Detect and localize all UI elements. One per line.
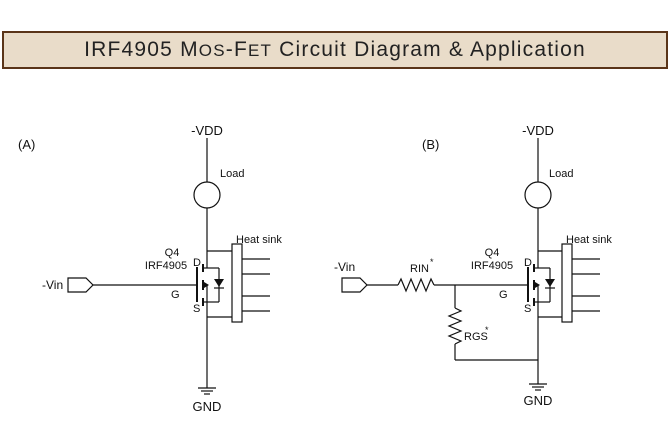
heatsink-a [207,243,270,323]
heatsink-b [538,243,600,323]
heatsink-label-a: Heat sink [236,234,282,246]
supply-label-a: -VDD [191,123,223,138]
rgs-label-b: RGS [464,331,488,343]
mosfet-ref-a: Q4 [165,247,180,259]
rin-mark-b: * [430,257,434,267]
rgs-mark-b: * [485,325,489,335]
page-title: IRF4905 MOS-FET Circuit Diagram & Applic… [84,38,586,61]
mosfet-symbol-a [196,262,224,306]
input-label-b: -Vin [334,260,355,274]
mosfet-ref-b: Q4 [485,247,500,259]
drain-label-b: D [524,257,532,269]
gate-label-b: G [499,289,508,301]
input-label-a: -Vin [42,278,63,292]
panel-label-a: (A) [18,137,35,152]
source-label-b: S [524,303,531,315]
rgs-resistor-b [447,307,463,345]
load-label-a: Load [220,168,244,180]
rin-label-b: RIN [410,263,429,275]
load-symbol-b [524,181,552,209]
input-connector-a [67,277,94,293]
ground-symbol-b [529,383,547,391]
drain-label-a: D [193,257,201,269]
mosfet-part-b: IRF4905 [471,260,513,272]
load-symbol-a [193,181,221,209]
source-label-a: S [193,303,200,315]
input-connector-b [341,277,368,293]
mosfet-part-a: IRF4905 [145,260,187,272]
ground-label-a: GND [193,399,222,414]
supply-label-b: -VDD [522,123,554,138]
panel-label-b: (B) [422,137,439,152]
mosfet-symbol-b [527,262,555,306]
load-label-b: Load [549,168,573,180]
gate-label-a: G [171,289,180,301]
ground-label-b: GND [524,393,553,408]
heatsink-label-b: Heat sink [566,234,612,246]
ground-symbol-a [198,387,216,395]
circuit-b: (B) -VDD Load [334,123,612,408]
circuit-a: (A) -VDD Load [18,123,282,414]
title-banner: IRF4905 MOS-FET Circuit Diagram & Applic… [2,31,668,69]
rin-resistor-b [397,277,435,293]
